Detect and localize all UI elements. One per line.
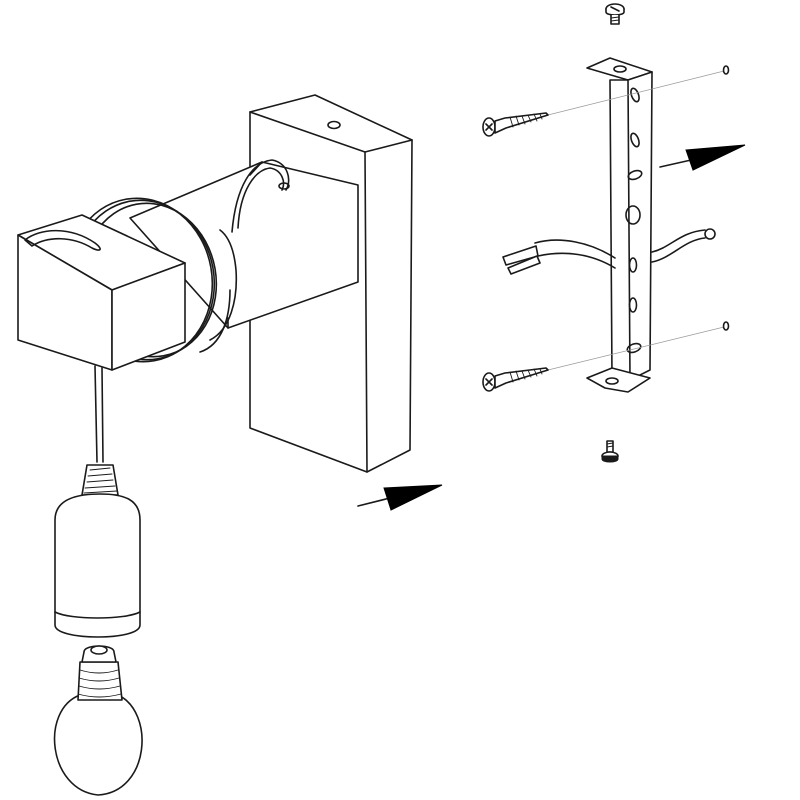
cable-end bbox=[704, 228, 716, 240]
lamp-socket bbox=[54, 464, 141, 638]
wall-plate-hole bbox=[327, 120, 341, 130]
mounting-bracket bbox=[586, 57, 653, 393]
pendant-cord bbox=[94, 365, 104, 463]
end-cap-block bbox=[17, 214, 186, 371]
bracket-slot bbox=[628, 297, 638, 313]
direction-arrow-upper bbox=[659, 144, 746, 171]
countersunk-wood-screw-bottom bbox=[482, 367, 549, 392]
bracket-slot bbox=[630, 87, 640, 103]
lamp-arm bbox=[129, 159, 359, 329]
machine-screw-top bbox=[605, 3, 625, 25]
bracket-bottom-hole bbox=[605, 377, 619, 385]
alignment-guides bbox=[547, 70, 725, 371]
light-bulb bbox=[53, 645, 143, 796]
direction-arrow-lower bbox=[357, 484, 443, 511]
bulb-glass bbox=[53, 694, 143, 796]
cable-wire-blue bbox=[502, 245, 539, 266]
bracket-slot bbox=[628, 257, 638, 273]
countersunk-wood-screw-top bbox=[482, 112, 549, 137]
cable-wire-brown bbox=[507, 255, 541, 275]
power-cable bbox=[502, 228, 716, 275]
bulb-contact bbox=[90, 645, 108, 655]
bracket-top-hole bbox=[613, 65, 627, 73]
wall-plug-top bbox=[722, 65, 730, 75]
socket-body bbox=[54, 493, 141, 638]
bracket-slot bbox=[627, 169, 643, 181]
machine-screw-bottom bbox=[601, 440, 619, 463]
wall-plug-bottom bbox=[722, 321, 730, 331]
cable-entry-hole bbox=[278, 182, 290, 190]
bracket-center-hole bbox=[625, 205, 641, 225]
bracket-slot bbox=[630, 132, 640, 148]
